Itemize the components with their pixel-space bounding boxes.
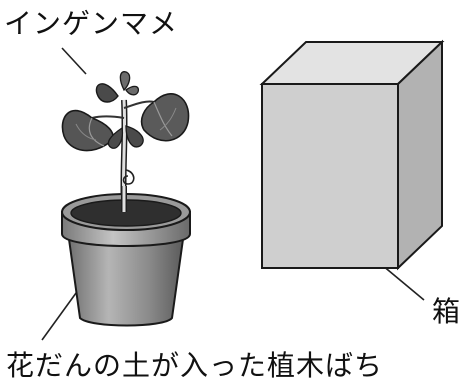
pot-label: 花だんの土が入った植木ばち: [6, 349, 384, 382]
plant-leader-line: [61, 47, 87, 75]
box-icon: [259, 39, 445, 271]
box-label: 箱: [432, 295, 461, 328]
flower-pot-icon: [61, 186, 191, 327]
plant-label: インゲンマメ: [4, 7, 179, 40]
